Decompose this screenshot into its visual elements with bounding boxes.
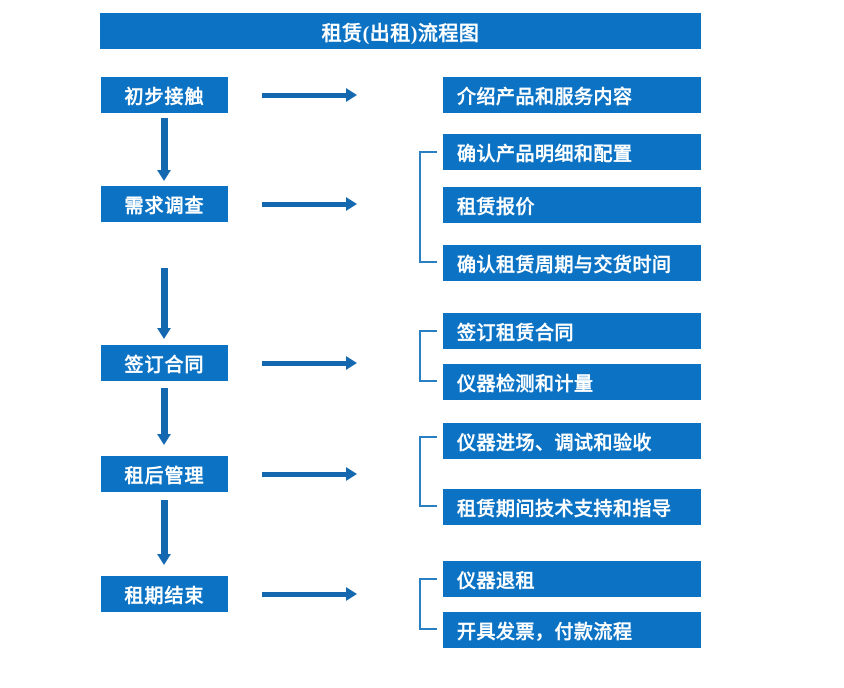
stage-box-sign-contract[interactable]: 签订合同 <box>101 345 228 381</box>
stage-label: 租期结束 <box>124 585 205 607</box>
group-bracket-demand-survey <box>419 151 437 263</box>
detail-label: 仪器进场、调试和验收 <box>457 432 653 454</box>
detail-label: 租赁报价 <box>457 196 536 218</box>
group-bracket-sign-contract <box>419 330 437 382</box>
stage-label: 租后管理 <box>124 465 205 487</box>
detail-label: 确认产品明细和配置 <box>457 143 633 165</box>
detail-box-2[interactable]: 确认产品明细和配置 <box>443 134 701 170</box>
detail-box-1[interactable]: 介绍产品和服务内容 <box>443 77 701 113</box>
detail-label: 仪器退租 <box>457 570 536 592</box>
detail-label: 确认租赁周期与交货时间 <box>457 254 672 276</box>
detail-box-5[interactable]: 签订租赁合同 <box>443 313 701 349</box>
detail-box-6[interactable]: 仪器检测和计量 <box>443 364 701 400</box>
stage-label: 签订合同 <box>124 354 205 376</box>
detail-label: 仪器检测和计量 <box>457 373 594 395</box>
detail-box-10[interactable]: 开具发票，付款流程 <box>443 612 701 648</box>
stage-box-rental-end[interactable]: 租期结束 <box>101 576 228 612</box>
detail-label: 签订租赁合同 <box>457 322 575 344</box>
detail-label: 开具发票，付款流程 <box>457 621 633 643</box>
group-bracket-post-rental-management <box>419 436 437 507</box>
stage-label: 初步接触 <box>124 86 205 108</box>
detail-box-7[interactable]: 仪器进场、调试和验收 <box>443 423 701 459</box>
detail-box-3[interactable]: 租赁报价 <box>443 187 701 223</box>
stage-box-post-rental-management[interactable]: 租后管理 <box>101 456 228 492</box>
group-bracket-rental-end <box>419 578 437 630</box>
detail-box-4[interactable]: 确认租赁周期与交货时间 <box>443 245 701 281</box>
stage-box-demand-survey[interactable]: 需求调查 <box>101 186 228 222</box>
detail-label: 介绍产品和服务内容 <box>457 86 633 108</box>
detail-box-8[interactable]: 租赁期间技术支持和指导 <box>443 489 701 525</box>
page-title: 租赁(出租)流程图 <box>100 13 701 49</box>
stage-label: 需求调查 <box>124 195 205 217</box>
detail-label: 租赁期间技术支持和指导 <box>457 498 672 520</box>
detail-box-9[interactable]: 仪器退租 <box>443 561 701 597</box>
stage-box-initial-contact[interactable]: 初步接触 <box>101 77 228 113</box>
